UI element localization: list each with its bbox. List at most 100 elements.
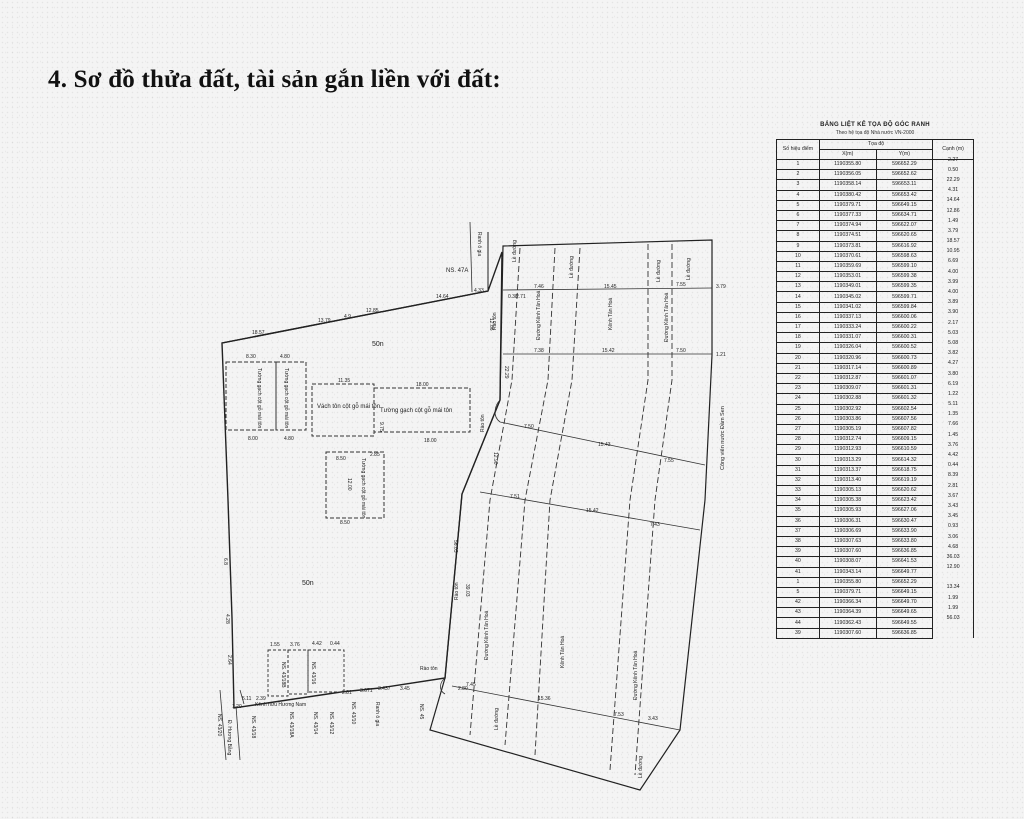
- cell-x: 1190306.69: [818, 525, 877, 537]
- cell-y: 596649.15: [875, 586, 934, 599]
- header-coord: Tọa độ: [818, 139, 934, 150]
- dim: 15.43: [598, 442, 611, 448]
- cell-x: 1190345.02: [818, 291, 877, 303]
- canal-line-1: [469, 247, 521, 736]
- dim: 15.42: [586, 508, 599, 514]
- cell-point: 6: [776, 209, 820, 222]
- cell-x: 1190312.74: [818, 434, 877, 446]
- cell-y: 596600.06: [875, 311, 934, 324]
- cell-y: 596601.32: [875, 393, 934, 405]
- dim: 7.45: [466, 682, 476, 688]
- cell-x: 1190312.93: [818, 444, 877, 456]
- cell-edge: 3.43: [932, 501, 974, 512]
- cell-y: 596610.59: [875, 444, 934, 456]
- plan-label-tuong-gach-4: Tường gạch cột gỗ mái tôn: [360, 458, 367, 518]
- cell-point: 40: [776, 556, 820, 568]
- dim: 13.79: [318, 318, 331, 324]
- cell-y: 596620.62: [875, 484, 934, 497]
- cell-x: 1190307.60: [818, 627, 877, 639]
- cell-x: 1190337.13: [818, 311, 877, 324]
- cell-edge: 0.93: [932, 521, 974, 532]
- cell-x: 1190308.07: [818, 556, 877, 568]
- land-plot-diagram: NS. 47A Ranh ô gia 50n 50n Vách tôn cột …: [216, 221, 726, 791]
- cell-point: 26: [776, 413, 820, 425]
- cell-x: 1190305.19: [818, 423, 877, 436]
- cell-edge: 3.45: [932, 511, 974, 522]
- dim: 18.00: [424, 438, 437, 444]
- cell-point: 38: [776, 535, 820, 548]
- cell-x: 1190364.39: [818, 607, 877, 619]
- cell-edge: 0.50: [932, 165, 974, 176]
- cell-point: 35: [776, 505, 820, 517]
- cell-x: 1190379.71: [818, 199, 877, 211]
- cell-point: 5: [776, 199, 820, 211]
- cell-point: 5: [776, 586, 820, 599]
- dim: 7.43: [650, 522, 660, 528]
- cell-edge: 1.99: [932, 593, 974, 604]
- dim: 2.80: [458, 686, 468, 692]
- cell-y: 596649.77: [875, 566, 934, 578]
- plan-label-duong-kenh-3: Đường Kênh Tân Hoá: [484, 610, 490, 660]
- dim: 11.35: [338, 378, 350, 384]
- cell-edge: 18.57: [932, 236, 974, 247]
- cell-edge: 3.82: [932, 348, 974, 359]
- dim: 15.36: [538, 696, 551, 702]
- cell-y: 596633.90: [875, 525, 934, 537]
- plan-label-ns43-14: NS. 43/14: [312, 712, 318, 734]
- dim: 18.00: [416, 382, 429, 388]
- cell-y: 596599.10: [875, 260, 934, 273]
- cell-point: 41: [776, 566, 820, 578]
- cell-edge: 1.35: [932, 409, 974, 420]
- plan-label-ns43-10: NS. 43/10: [350, 702, 356, 724]
- dim: 1.55: [270, 642, 280, 648]
- side-lot-2: [287, 649, 309, 695]
- cell-edge: 3.99: [932, 277, 974, 288]
- cell-y: 596630.47: [875, 515, 934, 527]
- building-block-5: [325, 451, 385, 519]
- cell-point: 24: [776, 393, 820, 405]
- cell-edge: 10.95: [932, 246, 974, 257]
- cell-edge: 3.80: [932, 368, 974, 380]
- cell-point: 20: [776, 352, 820, 364]
- plan-label-rao-ton-4: Rào tôn: [420, 666, 438, 672]
- cell-edge: 2.81: [932, 481, 974, 492]
- cell-x: 1190305.93: [818, 505, 877, 517]
- dim: 22.29: [503, 366, 509, 379]
- header-y: Y(m): [875, 149, 934, 160]
- cell-x: 1190374.94: [818, 220, 877, 232]
- cell-point: 2: [776, 169, 820, 181]
- cell-x: 1190343.14: [818, 566, 877, 578]
- cell-edge: 4.31: [932, 185, 974, 196]
- plan-label-rao-ton-2: Rào tôn: [480, 414, 486, 432]
- dim: 2.85: [370, 452, 380, 458]
- dim: 7.46: [534, 284, 544, 290]
- cell-x: 1190312.87: [818, 372, 877, 385]
- cell-edge: 3.89: [932, 297, 974, 308]
- cell-y: 596600.89: [875, 362, 934, 374]
- cell-x: 1190326.04: [818, 342, 877, 354]
- dim: 8.30: [246, 354, 256, 360]
- cell-point: 27: [776, 423, 820, 436]
- cell-point: 21: [776, 362, 820, 374]
- coordinate-table-subtitle: Theo hệ tọa độ Nhà nước VN-2000: [835, 130, 915, 136]
- dim: 5.11: [242, 696, 252, 702]
- cell-x: 1190305.38: [818, 495, 877, 507]
- building-block-1: [225, 361, 277, 431]
- cell-y: 596633.80: [875, 535, 934, 548]
- cell-point: 3: [776, 179, 820, 191]
- cell-point: 36: [776, 515, 820, 527]
- cell-x: 1190349.01: [818, 281, 877, 293]
- dim: 3.45: [400, 686, 410, 692]
- cell-edge: 4.27: [932, 358, 974, 369]
- cell-y: 596636.85: [875, 627, 934, 639]
- cell-edge: 2.27: [932, 155, 974, 166]
- canal-region-outline: [429, 239, 713, 791]
- plan-label-ns43-18: NS. 43/18: [250, 716, 256, 738]
- dim: 8.50: [336, 456, 346, 462]
- dim: 3.437: [378, 686, 391, 692]
- cell-edge: 4.00: [932, 267, 974, 278]
- main-parcel-outline: [221, 251, 503, 709]
